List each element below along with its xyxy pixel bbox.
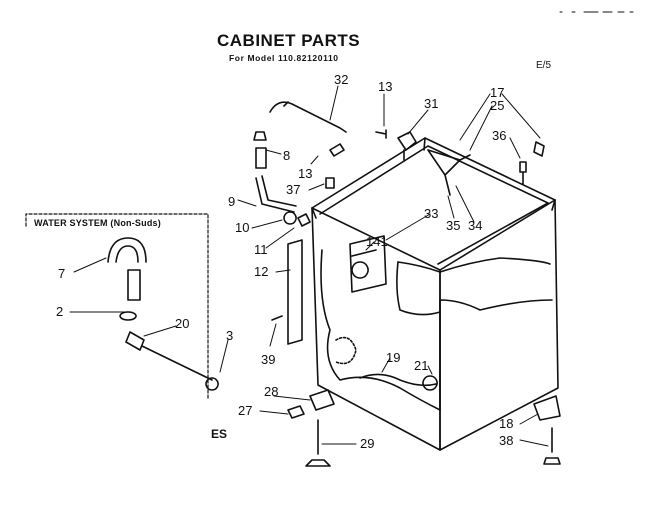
screw: [271, 177, 335, 321]
hose-clamp: [329, 143, 345, 157]
leveling-leg: [543, 427, 561, 465]
callout-9: 9: [228, 194, 235, 209]
callout-36: 36: [492, 128, 506, 143]
drain-hose: [359, 373, 438, 391]
callout-31: 31: [424, 96, 438, 111]
screw: [519, 161, 527, 185]
inlet-tube: [255, 147, 267, 169]
spanner-bracket: [427, 149, 471, 196]
bracket-strip: [287, 239, 303, 345]
diagram-title: CABINET PARTS: [217, 31, 361, 50]
model-subtitle: For Model 110.82120110: [229, 53, 339, 63]
water-system-title: WATER SYSTEM (Non-Suds): [34, 218, 161, 228]
callout-37: 37: [286, 182, 300, 197]
callout-25: 25: [490, 98, 504, 113]
screw: [375, 129, 387, 139]
callout-27: 27: [238, 403, 252, 418]
fill-hose: [269, 101, 347, 133]
callout-39: 39: [261, 352, 275, 367]
callout-17: 17: [490, 85, 504, 100]
callout-38: 38: [499, 433, 513, 448]
leader-lines: [69, 85, 549, 447]
callout-3: 3: [226, 328, 233, 343]
nozzle: [253, 131, 267, 141]
callout-21: 21: [414, 358, 428, 373]
callout-11: 11: [254, 242, 268, 257]
washer-cabinet: [311, 137, 559, 451]
callout-8: 8: [283, 148, 290, 163]
callout-35: 35: [446, 218, 460, 233]
vent-detail: [335, 336, 357, 365]
hose-coupling: [125, 331, 145, 351]
callout-33: 33: [424, 206, 438, 221]
hose-elbow: [107, 237, 147, 263]
callout-10: 10: [235, 220, 249, 235]
grommet: [283, 211, 297, 225]
callout-2: 2: [56, 304, 63, 319]
callout-141: 141: [366, 234, 388, 249]
washer-ring: [119, 311, 137, 321]
callout-13: 13: [378, 79, 392, 94]
water-system-inset-box: [25, 211, 209, 401]
inlet-line: [141, 345, 213, 381]
callout-13: 13: [298, 166, 312, 181]
coupling: [297, 213, 311, 227]
callout-19: 19: [386, 350, 400, 365]
callout-32: 32: [334, 72, 348, 87]
callout-29: 29: [360, 436, 374, 451]
clip: [533, 141, 545, 157]
fitting: [205, 377, 219, 391]
callout-12: 12: [254, 264, 268, 279]
valve-bracket: [397, 131, 417, 161]
clip: [287, 405, 305, 419]
corner-bracket: [533, 395, 561, 421]
callout-20: 20: [175, 316, 189, 331]
callout-labels: 32 13 31 17 25 36 8 13 37 9 10 11 12 141…: [56, 72, 513, 451]
leveling-leg: [305, 389, 335, 467]
callout-7: 7: [58, 266, 65, 281]
footer-mark: ES: [211, 427, 228, 441]
standpipe: [255, 175, 297, 213]
page-code: E/5: [536, 60, 552, 71]
pump-mount: [349, 235, 387, 293]
callout-28: 28: [264, 384, 278, 399]
callout-34: 34: [468, 218, 482, 233]
inlet-hose-segment: [127, 269, 141, 301]
callout-18: 18: [499, 416, 513, 431]
